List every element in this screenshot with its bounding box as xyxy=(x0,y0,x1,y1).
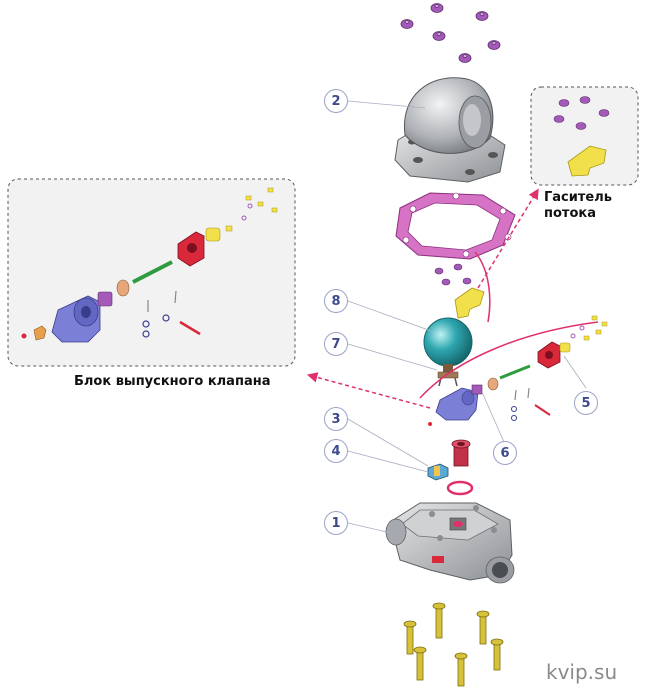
damper-inset-panel xyxy=(530,86,639,186)
callout-3: 3 xyxy=(324,407,348,431)
callout-2: 2 xyxy=(324,89,348,113)
o-ring xyxy=(446,480,474,496)
valve-arc xyxy=(419,321,599,399)
gasket-arc xyxy=(474,251,491,323)
damper-plate xyxy=(454,287,485,319)
top-nuts xyxy=(400,3,501,63)
callout-7: 7 xyxy=(324,332,348,356)
callout-5: 5 xyxy=(574,391,598,415)
main-body xyxy=(385,502,515,584)
callout-6: 6 xyxy=(493,441,517,465)
dome-cover xyxy=(394,77,506,183)
cover-gasket xyxy=(395,192,516,260)
callout-8: 8 xyxy=(324,289,348,313)
bottom-bolts xyxy=(403,602,504,687)
damper-label-line1: Гаситель xyxy=(544,190,612,205)
valve-assembly xyxy=(428,315,608,426)
callout-1: 1 xyxy=(324,511,348,535)
valve-block-detail xyxy=(21,187,278,343)
damper-label-line2: потока xyxy=(544,206,596,221)
valve-block-arrow xyxy=(306,372,431,409)
bushing xyxy=(451,439,471,467)
callout-4: 4 xyxy=(324,439,348,463)
valve-block-label: Блок выпускного клапана xyxy=(74,374,271,389)
leader-lines xyxy=(347,100,587,537)
small-block xyxy=(427,463,449,481)
damper-nuts xyxy=(434,263,472,286)
damper-detail xyxy=(553,96,610,177)
float-ball xyxy=(423,317,473,387)
damper-arrow xyxy=(477,188,539,289)
watermark: kvip.su xyxy=(546,660,618,684)
